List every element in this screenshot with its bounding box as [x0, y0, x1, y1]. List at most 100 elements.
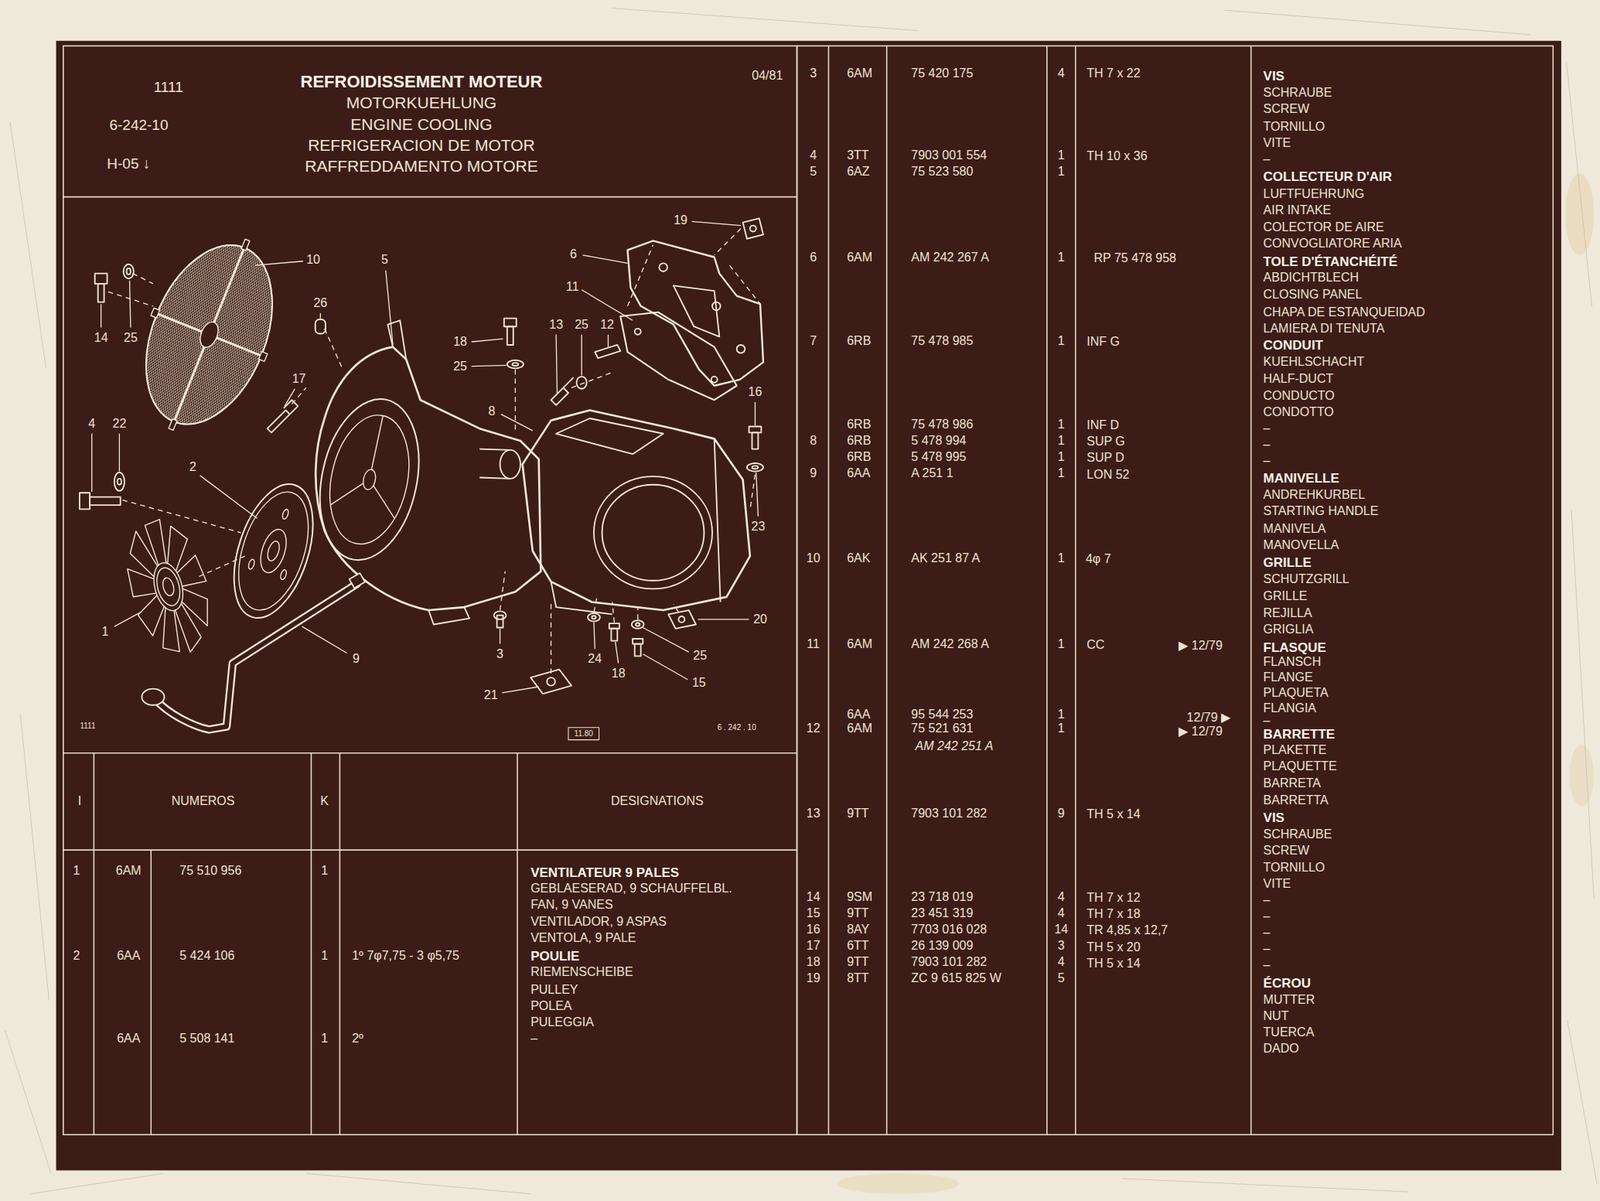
table-cell: 4 [809, 149, 817, 162]
paper [1569, 744, 1594, 806]
table-cell: 1 [1057, 149, 1065, 162]
designation-heading: GRILLE [1263, 556, 1312, 570]
assembly-line [500, 571, 506, 611]
table-cell: CONDUCTO [1263, 389, 1335, 403]
table-cell: GRILLE [1263, 590, 1308, 603]
paper [5, 1030, 52, 1174]
table-cell: DADO [1263, 1042, 1300, 1055]
table-cell: 9SM [846, 890, 873, 904]
table-cell: 1 [73, 864, 81, 877]
table-cell: TH 7 x 12 [1086, 891, 1140, 905]
callout-number: 22 [110, 417, 128, 430]
designation-heading: BARRETTE [1263, 726, 1336, 741]
fasteners [743, 218, 764, 239]
table-cell: FLANGIA [1263, 702, 1317, 715]
table-cell: CONVOGLIATORE ARIA [1263, 237, 1403, 250]
fasteners [747, 463, 764, 472]
table-cell: 7903 101 282 [910, 807, 987, 820]
fasteners [749, 426, 762, 434]
table-cell: TH 10 x 36 [1086, 150, 1147, 163]
table-cell: 12 [806, 722, 821, 735]
table-rule [63, 45, 798, 1135]
table-cell: SCHRAUBE [1263, 86, 1333, 99]
table-cell: 26 139 009 [910, 939, 973, 952]
fasteners [114, 472, 125, 492]
paper [1565, 61, 1592, 307]
table-cell: AM 242 267 A [910, 251, 990, 264]
table-cell: STARTING HANDLE [1263, 504, 1379, 518]
part-number-note: AM 242 251 A [915, 740, 994, 753]
table-cell: 5 424 106 [179, 949, 235, 963]
leader-line [499, 628, 501, 645]
table-cell: 5 478 995 [910, 450, 966, 464]
pulley [247, 558, 256, 570]
table-cell: 6RB [846, 334, 871, 348]
fan-guard [114, 217, 305, 453]
fan [114, 511, 223, 663]
designation-heading: VENTILATEUR 9 PALES [530, 866, 679, 880]
air-duct [522, 409, 751, 611]
fasteners [511, 362, 519, 366]
fasteners [591, 615, 596, 619]
starting-handle [155, 583, 358, 731]
callout-number: 25 [451, 360, 469, 373]
table-cell: – [530, 1032, 538, 1045]
fan [180, 583, 209, 626]
table-cell: ▶ 12/79 [1178, 725, 1223, 738]
table-cell: MANIVELA [1263, 522, 1327, 536]
table-cell: 4 [1057, 890, 1065, 904]
table-cell: POLEA [530, 999, 572, 1013]
fan-guard [156, 313, 262, 356]
table-cell: VENTOLA, 9 PALE [530, 931, 636, 945]
leader-line [581, 289, 633, 321]
table-cell: KUEHLSCHACHT [1263, 355, 1365, 369]
callout-number: 17 [290, 372, 308, 386]
leader-line [756, 472, 759, 517]
fasteners [123, 264, 134, 279]
sheet-title-line: REFRIGERACION DE MOTOR [307, 136, 536, 154]
cooling-housing [428, 607, 470, 625]
table-cell: 1 [1057, 552, 1065, 565]
table-cell: COLECTOR DE AIRE [1263, 221, 1385, 234]
table-rule [63, 752, 798, 754]
table-cell: CC [1086, 638, 1105, 652]
table-cell: A 251 1 [910, 467, 953, 480]
fan-guard [259, 351, 268, 362]
leader-line [471, 365, 507, 366]
designation-heading: CONDUIT [1263, 337, 1324, 352]
table-cell: TH 5 x 20 [1086, 941, 1140, 954]
callout-number: 14 [92, 331, 110, 345]
table-cell: INF D [1086, 419, 1119, 432]
table-cell: TUERCA [1263, 1026, 1315, 1039]
assembly-line [729, 265, 761, 304]
table-cell: FAN, 9 VANES [530, 898, 613, 911]
table-rule [828, 45, 830, 1135]
table-cell: CHAPA DE ESTANQUEIDAD [1263, 306, 1426, 319]
table-cell: TORNILLO [1263, 120, 1326, 134]
fasteners [609, 623, 620, 629]
table-cell: TR 4,85 x 12,7 [1086, 924, 1168, 937]
table-cell: RP 75 478 958 [1094, 252, 1177, 265]
table-cell: DESIGNATIONS [610, 794, 704, 808]
table-cell: 04/81 [751, 69, 783, 82]
table-cell: 1 [1057, 251, 1065, 264]
table-cell: 6AA [116, 1032, 140, 1045]
table-cell: LON 52 [1086, 468, 1130, 482]
table-cell: 5 508 141 [179, 1032, 235, 1045]
table-cell: 13 [806, 807, 821, 820]
callout-number: 25 [573, 318, 591, 331]
callout-number: 19 [672, 214, 690, 227]
paper [1224, 10, 1531, 35]
cooling-housing [330, 477, 364, 511]
assembly-line [593, 597, 598, 613]
assembly-line [108, 228, 761, 674]
sheet-code: H-05 ↓ [106, 156, 151, 171]
fasteners [283, 399, 298, 414]
cooling-housing [371, 416, 383, 471]
callout-number: 25 [691, 649, 709, 662]
table-cell: – [1263, 422, 1271, 435]
callout-number: 24 [586, 652, 604, 666]
leader-line [255, 261, 304, 266]
